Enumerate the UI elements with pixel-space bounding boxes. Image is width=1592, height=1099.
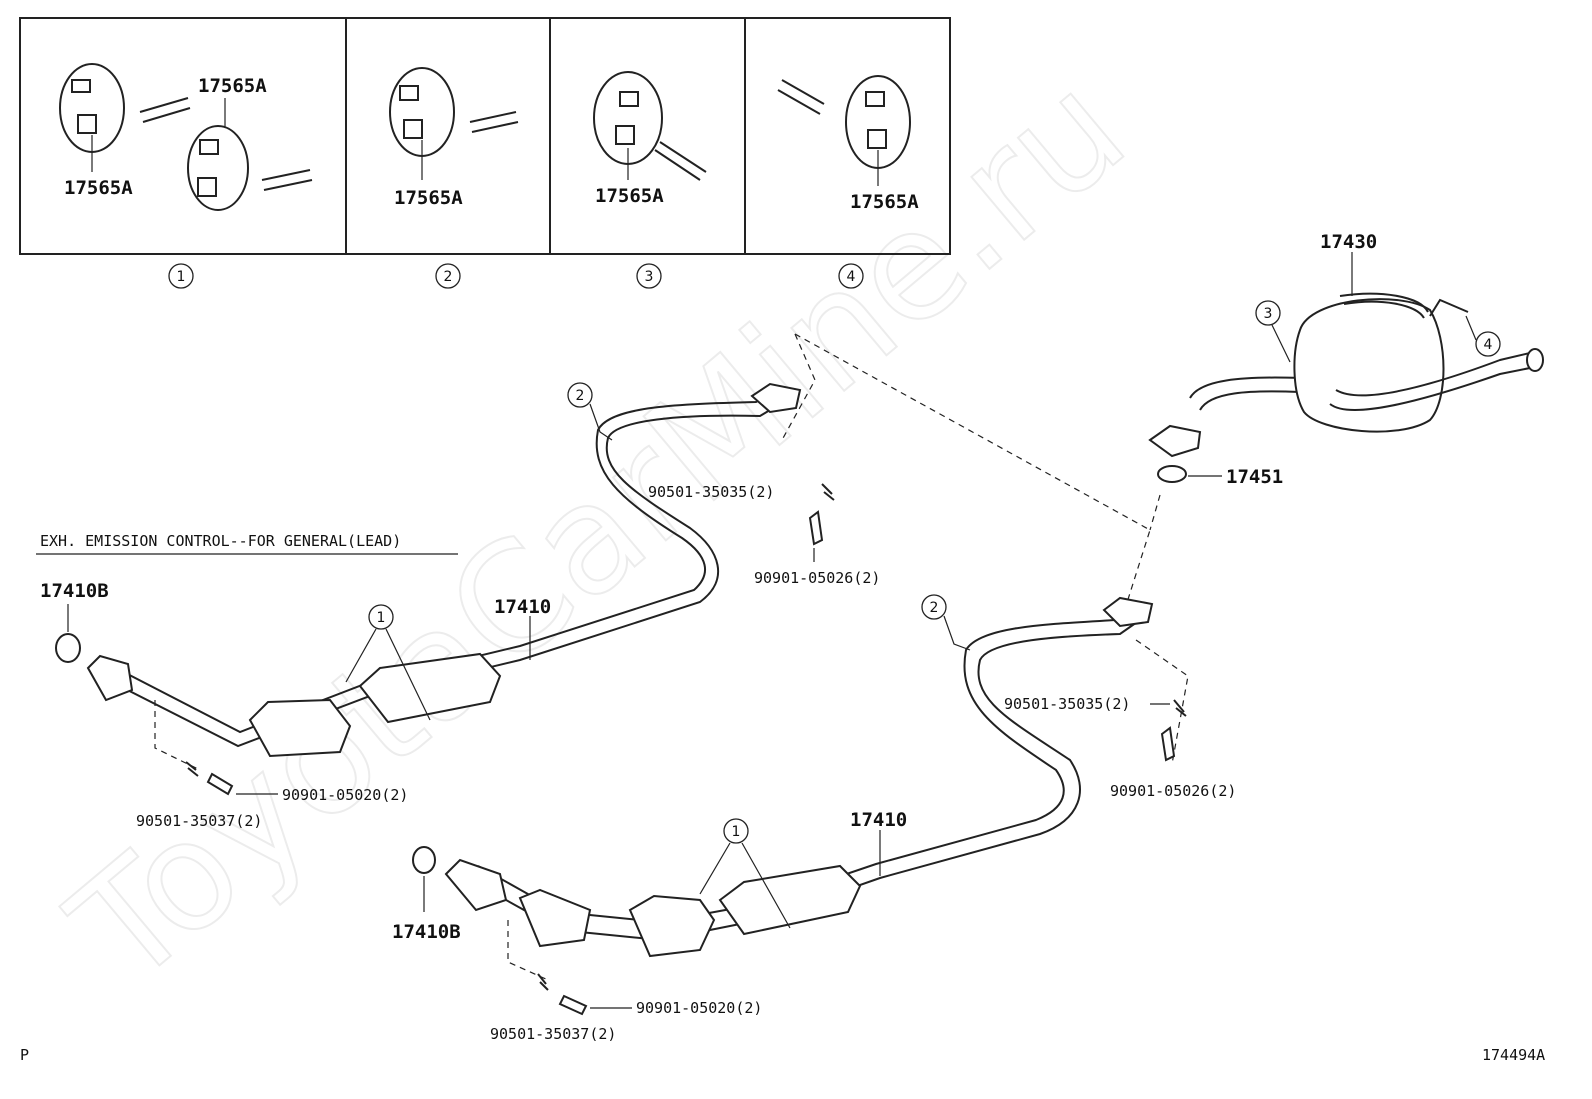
footer-left: P: [20, 1046, 29, 1064]
hanger-panel-4: 17565A: [777, 75, 919, 213]
hanger-panel-2: 17565A: [389, 67, 519, 209]
hanger-panel-3: 17565A: [593, 71, 707, 207]
part-label-spring-lower: 90501-35037(2): [490, 1025, 616, 1043]
front-pipe-upper: 17410 17410B 90501-35035(2) 90901-05026(…: [40, 382, 880, 830]
front-flange: [86, 654, 134, 702]
hanger-rod: [777, 79, 825, 115]
panel-frame: [19, 17, 951, 255]
front-pipe-lower: 17410 17410B 90501-35035(2) 90901-05026(…: [392, 594, 1236, 1043]
gasket-rear-illustration: [1157, 465, 1187, 483]
callout-2: 2: [567, 382, 613, 441]
hanger-panel-1: 17565A 17565A: [59, 63, 313, 211]
panel-number-2: 2: [435, 263, 461, 289]
hanger-rod: [469, 111, 519, 133]
muffler-flange: [1148, 424, 1202, 458]
part-label-bolt-upper: 90901-05026(2): [754, 569, 880, 587]
svg-text:4: 4: [1484, 337, 1493, 353]
bolt-spring-set: [185, 761, 278, 796]
section-title: EXH. EMISSION CONTROL--FOR GENERAL(LEAD): [40, 532, 401, 550]
bolt-spring-set-upper: [808, 483, 835, 562]
catalytic-converter: [248, 698, 352, 758]
part-label-front-pipe: 17410: [850, 809, 907, 831]
catalytic-converter: [718, 864, 862, 936]
hanger-rod: [654, 141, 707, 181]
hanger-part-label: 17565A: [64, 177, 133, 199]
part-label-gasket-rear: 17451: [1226, 466, 1283, 488]
dashed-link-upper: [781, 333, 816, 441]
part-label-spring-lower: 90501-35037(2): [136, 812, 262, 830]
bolt-spring-set: [537, 973, 632, 1016]
callout-1: 1: [699, 818, 791, 929]
hanger-part-label: 17565A: [850, 191, 919, 213]
svg-text:1: 1: [177, 269, 186, 285]
part-label-bolt-lower: 90901-05020(2): [282, 786, 408, 804]
rear-flange: [750, 382, 802, 414]
front-flange: [444, 858, 508, 912]
hanger-panels: 17565A 17565A 17565A 17565: [19, 17, 951, 289]
hanger-part-label: 17565A: [394, 187, 463, 209]
callout-1: 1: [345, 604, 431, 721]
hanger-rod: [139, 97, 191, 123]
catalytic-converter: [628, 894, 716, 958]
svg-text:1: 1: [377, 610, 386, 626]
part-label-bolt-upper: 90901-05026(2): [1110, 782, 1236, 800]
svg-text:2: 2: [930, 600, 939, 616]
part-label-spring-upper: 90501-35035(2): [648, 483, 774, 501]
panel-number-3: 3: [636, 263, 662, 289]
hanger-part-label: 17565A: [198, 75, 267, 97]
diagram-code: 174494A: [1482, 1046, 1545, 1064]
bolt-spring-set-upper: [1160, 699, 1187, 762]
muffler-body: [1293, 298, 1445, 433]
svg-text:4: 4: [847, 269, 856, 285]
gasket-front-illustration: [55, 633, 81, 663]
callout-4: 4: [1465, 315, 1501, 357]
gasket-front-illustration: [412, 846, 436, 874]
panel-number-1: 1: [168, 263, 194, 289]
rear-flange: [1102, 596, 1154, 628]
dashed-link-front-upper: [154, 700, 201, 771]
svg-text:1: 1: [732, 824, 741, 840]
dashed-link-diagonal: [794, 333, 1151, 613]
catalytic-converter: [358, 652, 502, 724]
part-label-front-pipe: 17410: [494, 596, 551, 618]
catalytic-converter: [518, 888, 592, 948]
dashed-link-lower: [1135, 639, 1189, 765]
dashed-link-front-lower: [507, 920, 549, 981]
part-label-spring-upper: 90501-35035(2): [1004, 695, 1130, 713]
svg-text:3: 3: [1264, 306, 1273, 322]
hanger-rod: [261, 169, 313, 191]
svg-text:2: 2: [576, 388, 585, 404]
rubber-hanger-illustration: [187, 125, 249, 211]
callout-2: 2: [921, 594, 971, 651]
part-label-bolt-lower: 90901-05020(2): [636, 999, 762, 1017]
panel-number-4: 4: [838, 263, 864, 289]
svg-text:3: 3: [645, 269, 654, 285]
part-label-gasket-front: 17410B: [392, 921, 461, 943]
callout-3: 3: [1255, 300, 1291, 363]
part-label-gasket-front: 17410B: [40, 580, 109, 602]
hanger-part-label: 17565A: [595, 185, 664, 207]
muffler-assembly: 17430 17451 3 4: [1148, 231, 1544, 488]
svg-text:2: 2: [444, 269, 453, 285]
part-label-muffler: 17430: [1320, 231, 1377, 253]
dashed-link-rear: [1149, 494, 1161, 531]
